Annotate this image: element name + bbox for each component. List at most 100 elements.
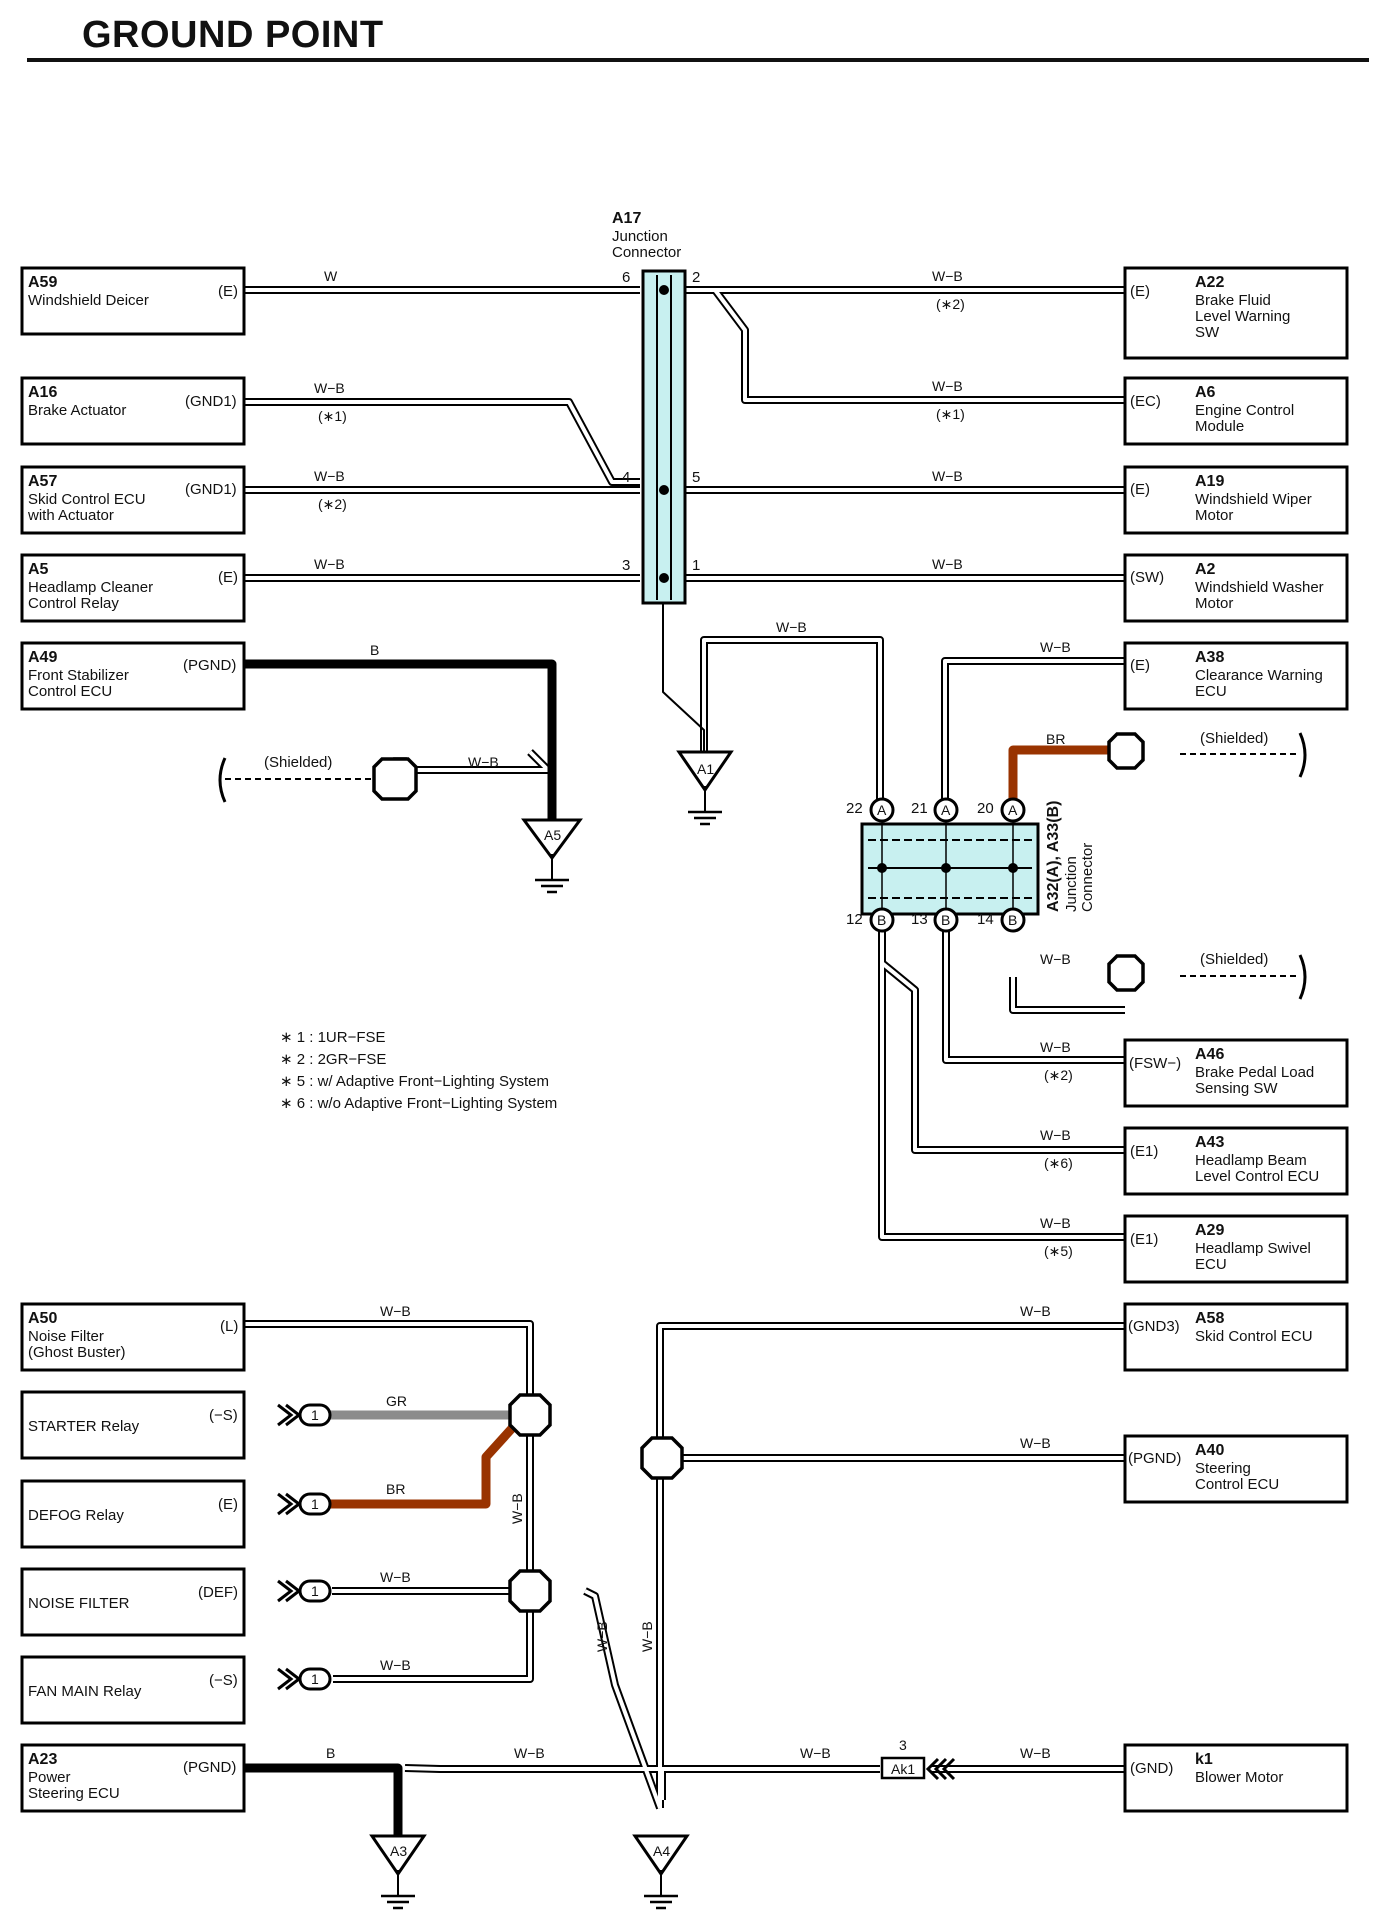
- label-a19: (E) A19 Windshield Wiper Motor: [1130, 473, 1312, 524]
- svg-text:(E): (E): [1130, 481, 1150, 498]
- svg-text:4: 4: [622, 469, 630, 486]
- svg-text:Headlamp Beam: Headlamp Beam: [1195, 1152, 1307, 1169]
- svg-text:W−B: W−B: [314, 556, 345, 572]
- svg-text:A50: A50: [28, 1310, 57, 1327]
- svg-text:W−B: W−B: [314, 468, 345, 484]
- svg-text:(Shielded): (Shielded): [1200, 730, 1268, 747]
- svg-text:∗ 6 : w/o Adaptive Front−Light: ∗ 6 : w/o Adaptive Front−Lighting System: [280, 1095, 557, 1112]
- svg-text:W−B: W−B: [800, 1745, 831, 1761]
- svg-text:14: 14: [977, 911, 994, 928]
- svg-text:BR: BR: [1046, 731, 1065, 747]
- svg-text:Skid Control ECU: Skid Control ECU: [1195, 1328, 1313, 1345]
- svg-text:Windshield Washer: Windshield Washer: [1195, 579, 1324, 596]
- svg-text:k1: k1: [1195, 1751, 1213, 1768]
- svg-text:Motor: Motor: [1195, 595, 1233, 612]
- inline-connectors: [277, 1403, 332, 1691]
- label-k1: (GND) k1 Blower Motor: [1130, 1751, 1283, 1786]
- svg-text:FAN MAIN Relay: FAN MAIN Relay: [28, 1683, 142, 1700]
- box-a50: [20, 1302, 246, 1372]
- b-wire-a49: [245, 659, 557, 820]
- title-rule: [27, 58, 1369, 62]
- svg-text:W−B: W−B: [639, 1621, 655, 1652]
- svg-text:A43: A43: [1195, 1134, 1224, 1151]
- shield-hook-2: [1298, 732, 1307, 778]
- svg-text:A57: A57: [28, 473, 57, 490]
- wire-labels: W W−B (∗1) W−B (∗2) W−B B W−B W−B (∗2) W…: [314, 268, 1073, 1761]
- page-title: GROUND POINT: [82, 14, 384, 56]
- svg-text:ECU: ECU: [1195, 683, 1227, 700]
- svg-text:A6: A6: [1195, 384, 1216, 401]
- svg-text:W−B: W−B: [1040, 639, 1071, 655]
- svg-text:A59: A59: [28, 274, 57, 291]
- svg-text:Connector: Connector: [1079, 843, 1096, 912]
- svg-text:(E): (E): [1130, 657, 1150, 674]
- svg-text:W−B: W−B: [1040, 1215, 1071, 1231]
- svg-text:(GND3): (GND3): [1128, 1318, 1180, 1335]
- box-a29: [1123, 1214, 1349, 1284]
- shield-hook-3: [1298, 954, 1307, 1000]
- svg-text:B: B: [941, 912, 950, 928]
- box-fan: [20, 1655, 246, 1725]
- svg-text:A22: A22: [1195, 274, 1224, 291]
- svg-text:W−B: W−B: [932, 468, 963, 484]
- svg-text:A46: A46: [1195, 1046, 1224, 1063]
- a17-junction: [641, 269, 687, 605]
- svg-text:21: 21: [911, 800, 928, 817]
- svg-text:W−B: W−B: [1040, 1127, 1071, 1143]
- splice-shield-2: [1107, 732, 1145, 770]
- svg-text:W−B: W−B: [380, 1657, 411, 1673]
- box-a5: [20, 553, 246, 623]
- svg-text:(∗2): (∗2): [936, 296, 965, 312]
- a17-label: A17 Junction Connector 6 2 4 5 3 1: [612, 210, 700, 574]
- svg-text:BR: BR: [386, 1481, 405, 1497]
- br-wire-a32: [1008, 745, 1125, 808]
- svg-text:(SW): (SW): [1130, 569, 1164, 586]
- svg-text:A3: A3: [390, 1843, 407, 1859]
- svg-text:Connector: Connector: [612, 244, 681, 261]
- svg-text:2: 2: [692, 269, 700, 286]
- svg-text:(∗2): (∗2): [1044, 1067, 1073, 1083]
- svg-text:(GND): (GND): [1130, 1760, 1173, 1777]
- box-a6: [1123, 376, 1349, 446]
- svg-text:B: B: [370, 642, 379, 658]
- label-a6: (EC) A6 Engine Control Module: [1130, 384, 1294, 435]
- footnotes: ∗ 1 : 1UR−FSE ∗ 2 : 2GR−FSE ∗ 5 : w/ Ada…: [280, 1029, 557, 1112]
- svg-text:W−B: W−B: [314, 380, 345, 396]
- svg-text:W−B: W−B: [594, 1621, 610, 1652]
- label-defog: DEFOG Relay (E): [28, 1496, 238, 1524]
- svg-text:Junction: Junction: [612, 228, 668, 245]
- svg-text:Blower Motor: Blower Motor: [1195, 1769, 1283, 1786]
- svg-text:1: 1: [311, 1671, 319, 1687]
- label-a43: (E1) A43 Headlamp Beam Level Control ECU: [1130, 1134, 1319, 1185]
- label-a58: (GND3) A58 Skid Control ECU: [1128, 1310, 1313, 1345]
- svg-text:A16: A16: [28, 384, 57, 401]
- svg-text:(∗1): (∗1): [936, 406, 965, 422]
- svg-text:Headlamp Swivel: Headlamp Swivel: [1195, 1240, 1311, 1257]
- svg-text:3: 3: [622, 557, 630, 574]
- svg-text:A: A: [877, 802, 887, 818]
- splice-shield-3: [1107, 954, 1145, 992]
- svg-text:with Actuator: with Actuator: [27, 507, 114, 524]
- svg-text:Noise Filter: Noise Filter: [28, 1328, 104, 1345]
- box-a58: [1123, 1302, 1349, 1372]
- svg-text:B: B: [877, 912, 886, 928]
- svg-text:(PGND): (PGND): [1128, 1450, 1181, 1467]
- box-noise: [20, 1567, 246, 1637]
- svg-text:22: 22: [846, 800, 863, 817]
- svg-text:1: 1: [692, 557, 700, 574]
- ground-labels: A1 A5 A3 A4: [390, 761, 714, 1859]
- svg-text:(∗1): (∗1): [318, 408, 347, 424]
- svg-text:(E1): (E1): [1130, 1231, 1158, 1248]
- label-a23: A23 Power Steering ECU (PGND): [28, 1751, 236, 1802]
- ground-a3: [369, 1834, 427, 1910]
- ground-a5: [521, 818, 583, 894]
- svg-text:W−B: W−B: [468, 754, 499, 770]
- svg-text:1: 1: [311, 1583, 319, 1599]
- svg-text:(E): (E): [218, 569, 238, 586]
- box-a57: [20, 465, 246, 535]
- svg-text:Ak1: Ak1: [891, 1761, 915, 1777]
- svg-text:A29: A29: [1195, 1222, 1224, 1239]
- shield-hook-1: [218, 757, 227, 803]
- svg-text:∗ 1 : 1UR−FSE: ∗ 1 : 1UR−FSE: [280, 1029, 386, 1046]
- svg-text:Level Control ECU: Level Control ECU: [1195, 1168, 1319, 1185]
